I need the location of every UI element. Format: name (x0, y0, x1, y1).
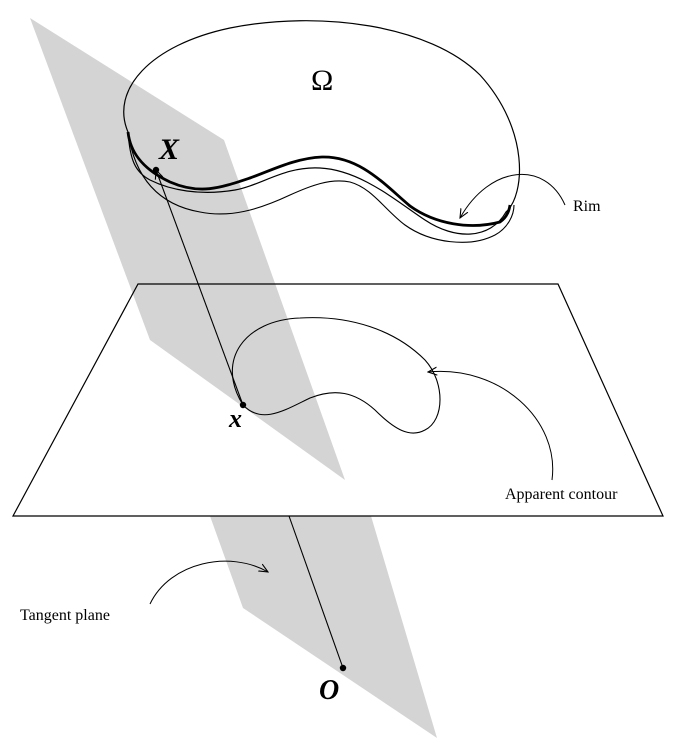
rim-label: Rim (573, 198, 601, 215)
apparent-contour-label: Apparent contour (505, 486, 618, 503)
surface-lower-edge (127, 131, 515, 243)
camera-center-O-dot (339, 664, 347, 672)
image-point-x-dot (239, 401, 247, 409)
projection-ray-upper (156, 170, 244, 406)
surface-point-X-dot (152, 166, 160, 174)
surface-point-label: X (159, 133, 180, 166)
apparent-contour-callout-arrow (428, 371, 554, 481)
image-plane (11, 283, 664, 517)
tangent-plane-upper (30, 18, 345, 480)
tangent-plane-label: Tangent plane (20, 607, 110, 624)
apparent-contour-curve (231, 317, 441, 434)
surface-omega-outline (123, 20, 520, 235)
camera-center-label: O (319, 675, 340, 706)
tangent-plane-callout-arrow (149, 560, 268, 605)
omega-label: Ω (311, 64, 334, 97)
rim-curve (126, 131, 512, 227)
image-point-label: x (229, 404, 242, 433)
projection-ray-lower (288, 515, 344, 669)
rim-callout-arrow (460, 173, 566, 218)
